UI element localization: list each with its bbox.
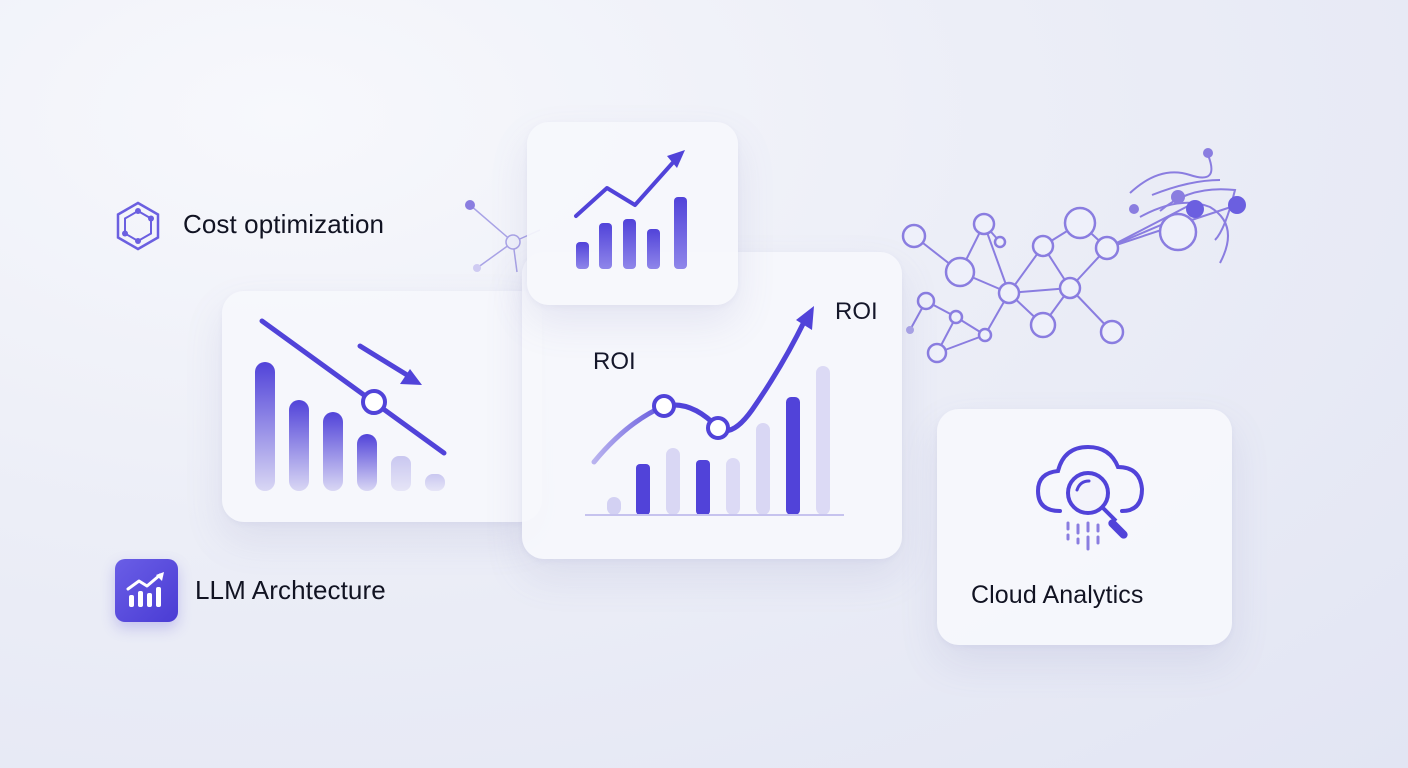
- bar: [726, 458, 740, 515]
- bar: [636, 464, 650, 515]
- trend-line: [259, 318, 447, 456]
- bar: [255, 362, 275, 491]
- down-arrow: [357, 343, 415, 381]
- decreasing-chart-card: [222, 291, 542, 522]
- growth-chart-card: [527, 122, 738, 305]
- cloud-analytics-card: Cloud Analytics: [937, 409, 1232, 645]
- roi-label-left: ROI: [593, 348, 636, 375]
- bar: [357, 434, 377, 491]
- llm-architecture-icon: [115, 559, 178, 622]
- bar: [666, 448, 680, 515]
- bar: [756, 423, 770, 515]
- bar: [607, 497, 621, 515]
- cloud-analytics-label: Cloud Analytics: [971, 581, 1144, 609]
- bar: [623, 219, 636, 269]
- bar: [391, 456, 411, 491]
- bar: [323, 412, 343, 491]
- up-arrow-head: [667, 150, 685, 168]
- bar: [576, 242, 589, 269]
- small-network-graphic: [465, 200, 541, 273]
- llm-architecture-label: LLM Archtecture: [195, 575, 386, 605]
- bar: [816, 366, 830, 515]
- roi-label-right: ROI: [835, 298, 878, 325]
- bar: [289, 400, 309, 491]
- roi-point: [652, 394, 676, 418]
- roi-bar-chart: [585, 306, 844, 516]
- bar: [599, 223, 612, 269]
- bar: [696, 460, 710, 515]
- bar: [786, 397, 800, 515]
- growth-bar-chart: [574, 150, 687, 269]
- roi-arrow-head: [796, 306, 814, 330]
- trend-line: [574, 156, 679, 218]
- bar: [647, 229, 660, 269]
- cost-optimization-label: Cost optimization: [183, 209, 385, 239]
- bar: [674, 197, 687, 269]
- bar: [425, 474, 445, 491]
- cost-optimization-icon: [112, 200, 164, 252]
- down-arrow-head: [400, 369, 422, 385]
- network-graph: [901, 148, 1246, 364]
- trend-point: [361, 389, 387, 415]
- decreasing-bar-chart: [255, 318, 447, 491]
- roi-point: [706, 416, 730, 440]
- cloud-search-icon: [1035, 444, 1145, 551]
- roi-curve: [591, 317, 808, 465]
